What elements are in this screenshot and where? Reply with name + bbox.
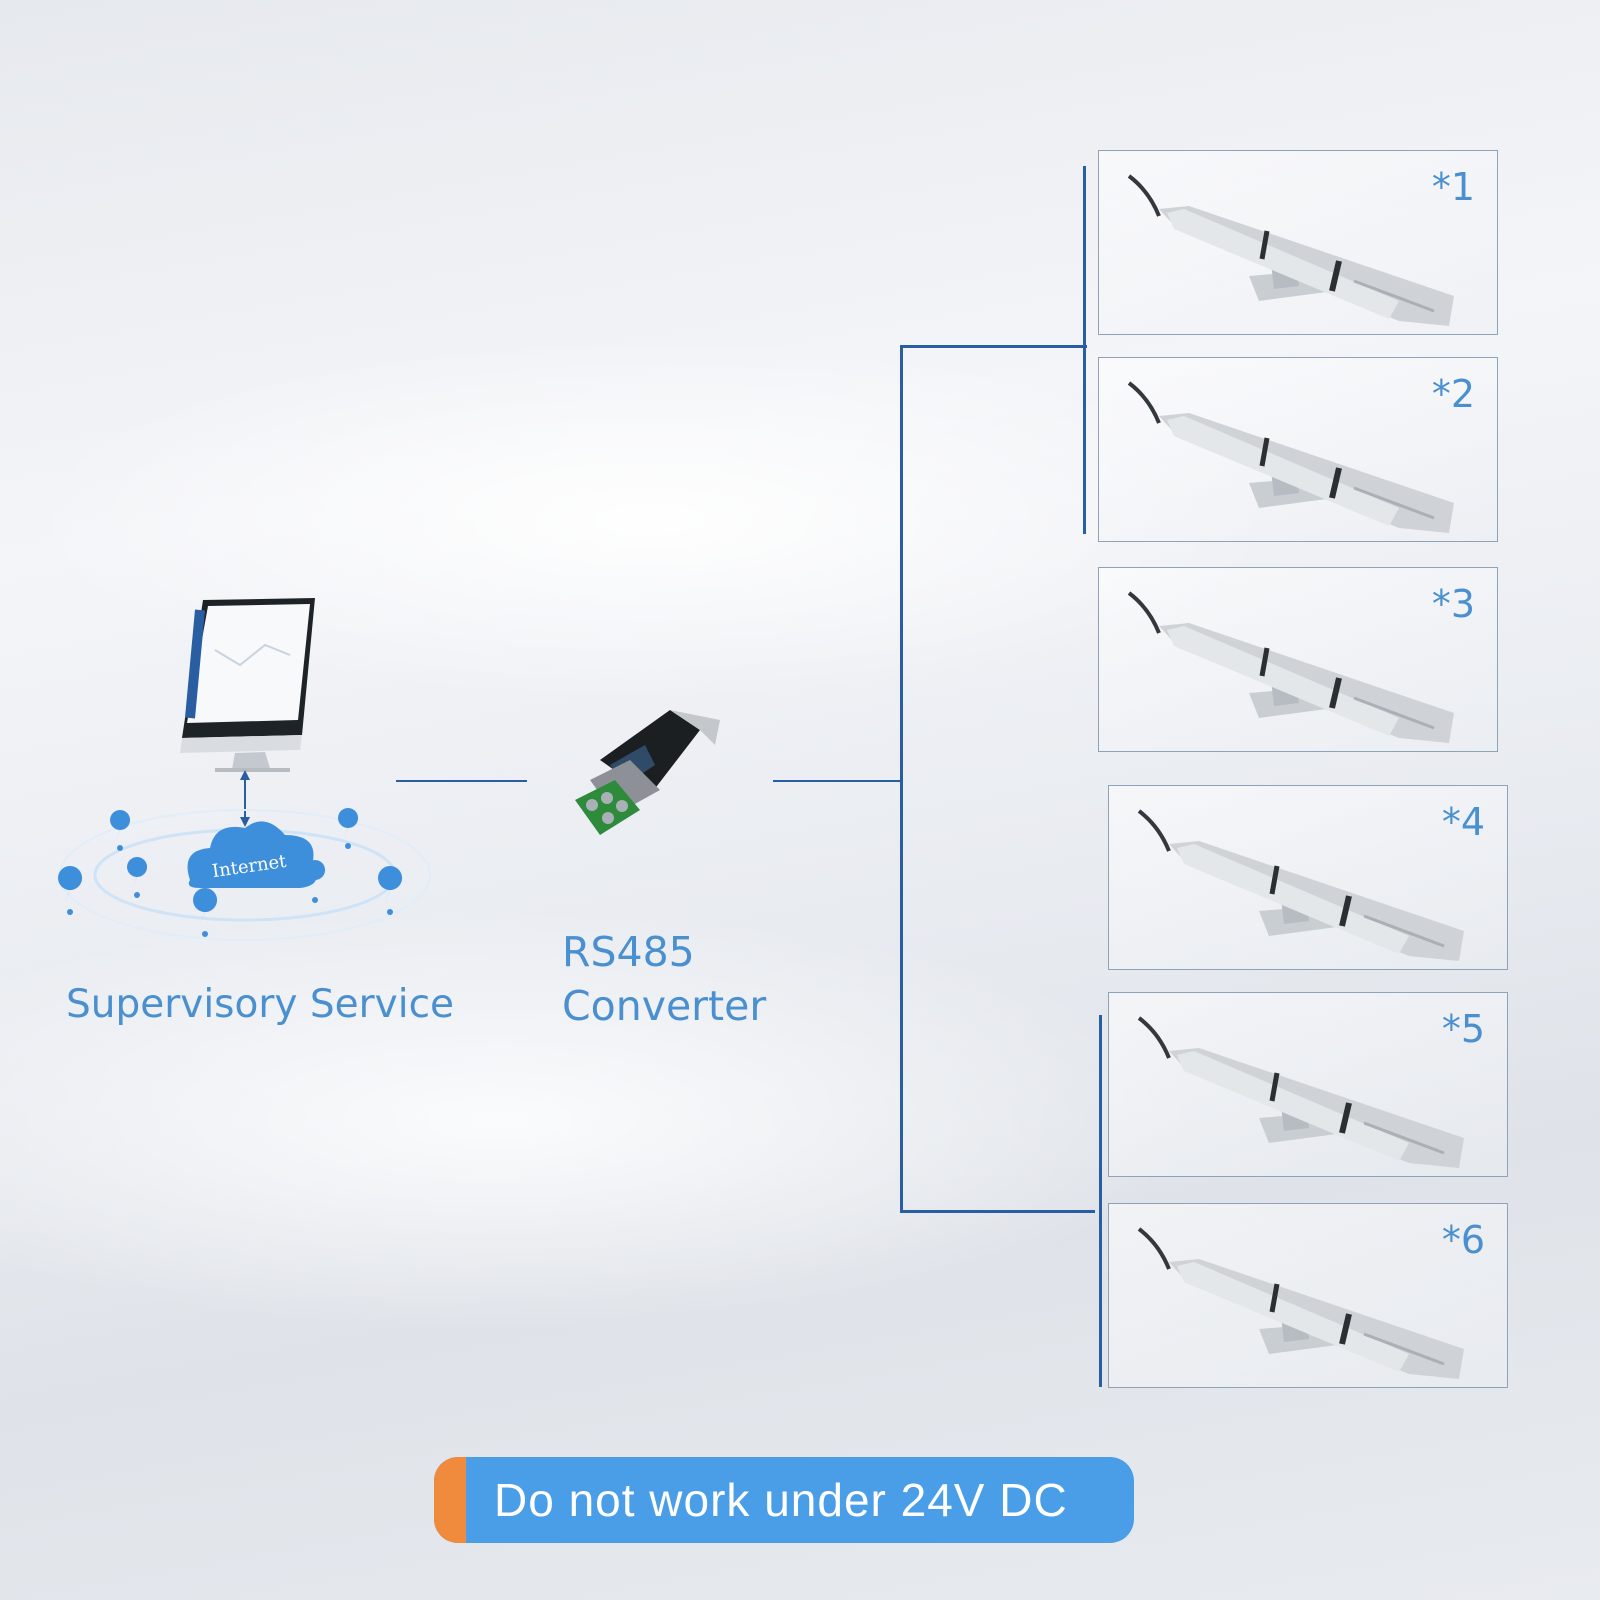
supervisory-label: Supervisory Service [66,982,455,1027]
voltage-notice-badge: Do not work under 24V DC [434,1457,1134,1543]
sensor-panel-1: *1 [1098,150,1498,335]
sensor-panel-3: *3 [1098,567,1498,752]
sensor-label: *5 [1441,1007,1485,1051]
wire-computer-converter [396,780,527,782]
sensor-label: *1 [1431,165,1475,209]
supervisory-illustration: Internet [58,598,431,941]
wire-bus-trunk [900,346,903,1213]
rs485-converter-device [575,710,720,835]
sensor-probe-icon [1127,591,1454,743]
converter-label: RS485 Converter [562,925,766,1033]
wire-converter-bus [773,780,901,782]
wire-bus-bottom-branch [900,1210,1095,1213]
sensor-label: *6 [1441,1218,1485,1262]
sensor-probe-icon [1137,809,1464,961]
sensor-panel-6: *6 [1108,1203,1508,1388]
wire-sensor-group-bottom [1099,1015,1102,1387]
sensor-label: *3 [1431,582,1475,626]
sensor-panel-5: *5 [1108,992,1508,1177]
sensor-probe-icon [1137,1016,1464,1168]
sensor-label: *4 [1441,800,1485,844]
sensor-probe-icon [1127,174,1454,326]
location-pin-icons [58,808,403,937]
sensor-panel-2: *2 [1098,357,1498,542]
cloud-icon: Internet [59,809,431,941]
sensor-panel-4: *4 [1108,785,1508,970]
sensor-probe-icon [1127,381,1454,533]
converter-label-line1: RS485 [562,928,695,976]
converter-label-line2: Converter [562,982,767,1030]
notice-accent-bar [434,1457,466,1543]
sensor-probe-icon [1137,1227,1464,1379]
monitor-icon [180,598,315,772]
notice-text: Do not work under 24V DC [494,1474,1068,1526]
sensor-label: *2 [1431,372,1475,416]
wire-bus-top-branch [900,345,1087,348]
wire-sensor-group-top [1083,166,1086,534]
